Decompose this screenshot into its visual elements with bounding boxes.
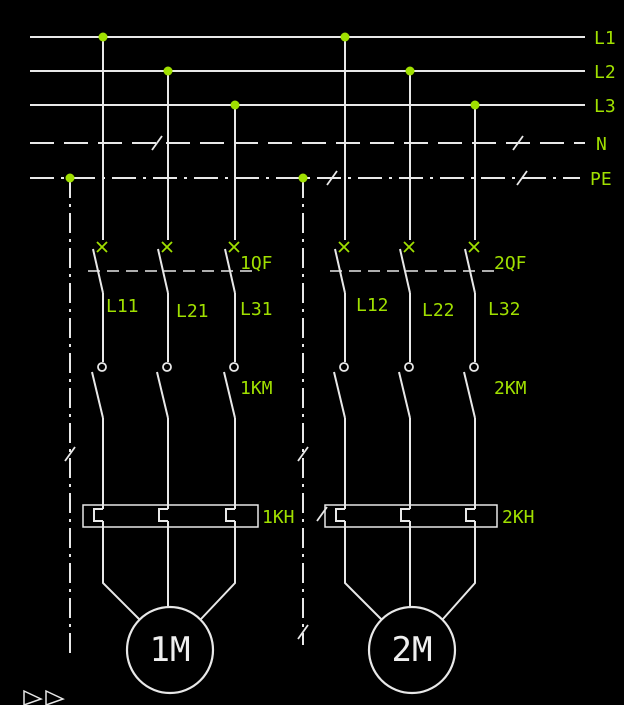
mid-wires-2: L12 L22 L32: [344, 293, 521, 362]
wire-break-mark: [64, 446, 76, 462]
overload-box: [82, 504, 259, 528]
wire-label: L22: [422, 300, 455, 321]
breaker-x-icon: [228, 241, 240, 253]
breaker-x-icon: [161, 241, 173, 253]
wire-label: L32: [488, 299, 521, 320]
wire-break-mark: [151, 135, 163, 151]
breaker-x-icon: [403, 241, 415, 253]
contact-circle: [162, 362, 172, 372]
contactor-2km: 2KM: [333, 362, 527, 419]
contact-circle: [469, 362, 479, 372]
motor-circle: [367, 605, 457, 695]
overload-label: 2KH: [502, 507, 535, 528]
breaker-2qf: 2QF: [330, 241, 527, 294]
motor-leads-1: [102, 521, 236, 620]
wire-label: L31: [240, 299, 273, 320]
feeder-poles-2: [344, 37, 476, 240]
wire-break-mark: [297, 624, 309, 640]
wire-break-mark: [516, 170, 528, 186]
corner-triangle-icon: [45, 689, 65, 705]
contactor-blade: [223, 371, 236, 419]
overload-1kh: 1KH: [82, 504, 295, 528]
motor-lead: [102, 521, 140, 620]
overload-heater-bracket: [465, 508, 475, 522]
overload-heater-bracket: [400, 508, 410, 522]
wire-label: L21: [176, 301, 209, 322]
overload-heater-bracket: [335, 508, 345, 522]
bus-lines: [30, 36, 585, 179]
contact-circle: [339, 362, 349, 372]
contactor-blade: [333, 371, 346, 419]
corner-marks: [23, 689, 65, 705]
break-marks: [64, 135, 528, 640]
junction-dots: [65, 32, 480, 183]
junction-dot: [470, 100, 480, 110]
breaker-1qf: 1QF: [88, 241, 273, 294]
contactor-blade: [156, 371, 169, 419]
lower-wires-1: [102, 418, 236, 509]
breaker-label: 2QF: [494, 253, 527, 274]
breaker-blade: [399, 248, 411, 294]
junction-dot: [230, 100, 240, 110]
overload-heater-bracket: [158, 508, 168, 522]
breaker-label: 1QF: [240, 253, 273, 274]
contactor-label: 2KM: [494, 378, 527, 399]
motor-label: 2M: [392, 630, 433, 670]
overload-heater-bracket: [93, 508, 103, 522]
corner-triangle-icon: [23, 689, 43, 705]
bus-label-l1: L1: [594, 28, 616, 49]
contactor-blade: [398, 371, 411, 419]
breaker-x-icon: [338, 241, 350, 253]
junction-dot: [340, 32, 350, 42]
wire-break-mark: [512, 135, 524, 151]
motor-lead: [200, 521, 236, 620]
overload-heater-bracket: [225, 508, 235, 522]
breaker-x-icon: [96, 241, 108, 253]
circuit-2: 2QF L12 L22 L32 2KM: [324, 37, 535, 695]
wire-label: L11: [106, 296, 139, 317]
junction-dot: [298, 173, 308, 183]
breaker-blade: [157, 248, 169, 294]
overload-label: 1KH: [262, 507, 295, 528]
contactor-label: 1KM: [240, 378, 273, 399]
motor-1m: 1M: [125, 605, 215, 695]
bus-label-l2: L2: [594, 62, 616, 83]
breaker-x-icon: [468, 241, 480, 253]
feeder-poles-1: [102, 37, 236, 240]
contact-circle: [229, 362, 239, 372]
contactor-blade: [463, 371, 476, 419]
bus-label-l3: L3: [594, 96, 616, 117]
junction-dot: [405, 66, 415, 76]
circuit-1: 1QF L11 L21 L31 1KM: [82, 37, 295, 695]
junction-dot: [163, 66, 173, 76]
wire-break-mark: [326, 170, 338, 186]
motor-circle: [125, 605, 215, 695]
motor-lead: [442, 521, 476, 620]
motor-2m: 2M: [367, 605, 457, 695]
mid-wires-1: L11 L21 L31: [102, 293, 273, 362]
motor-leads-2: [344, 521, 476, 620]
pe-drops: [69, 178, 304, 658]
bus-labels: L1 L2 L3 N PE: [590, 28, 616, 190]
motor-label: 1M: [150, 630, 191, 670]
contact-circle: [404, 362, 414, 372]
bus-label-n: N: [596, 134, 607, 155]
wire-break-mark: [297, 446, 309, 462]
overload-2kh: 2KH: [324, 504, 535, 528]
contactor-blade: [91, 371, 104, 419]
junction-dot: [65, 173, 75, 183]
contactor-1km: 1KM: [91, 362, 273, 419]
lower-wires-2: [344, 418, 476, 509]
contact-circle: [97, 362, 107, 372]
wire-label: L12: [356, 295, 389, 316]
wire-break-mark: [316, 506, 328, 522]
junction-dot: [98, 32, 108, 42]
bus-label-pe: PE: [590, 169, 612, 190]
motor-lead: [344, 521, 382, 620]
